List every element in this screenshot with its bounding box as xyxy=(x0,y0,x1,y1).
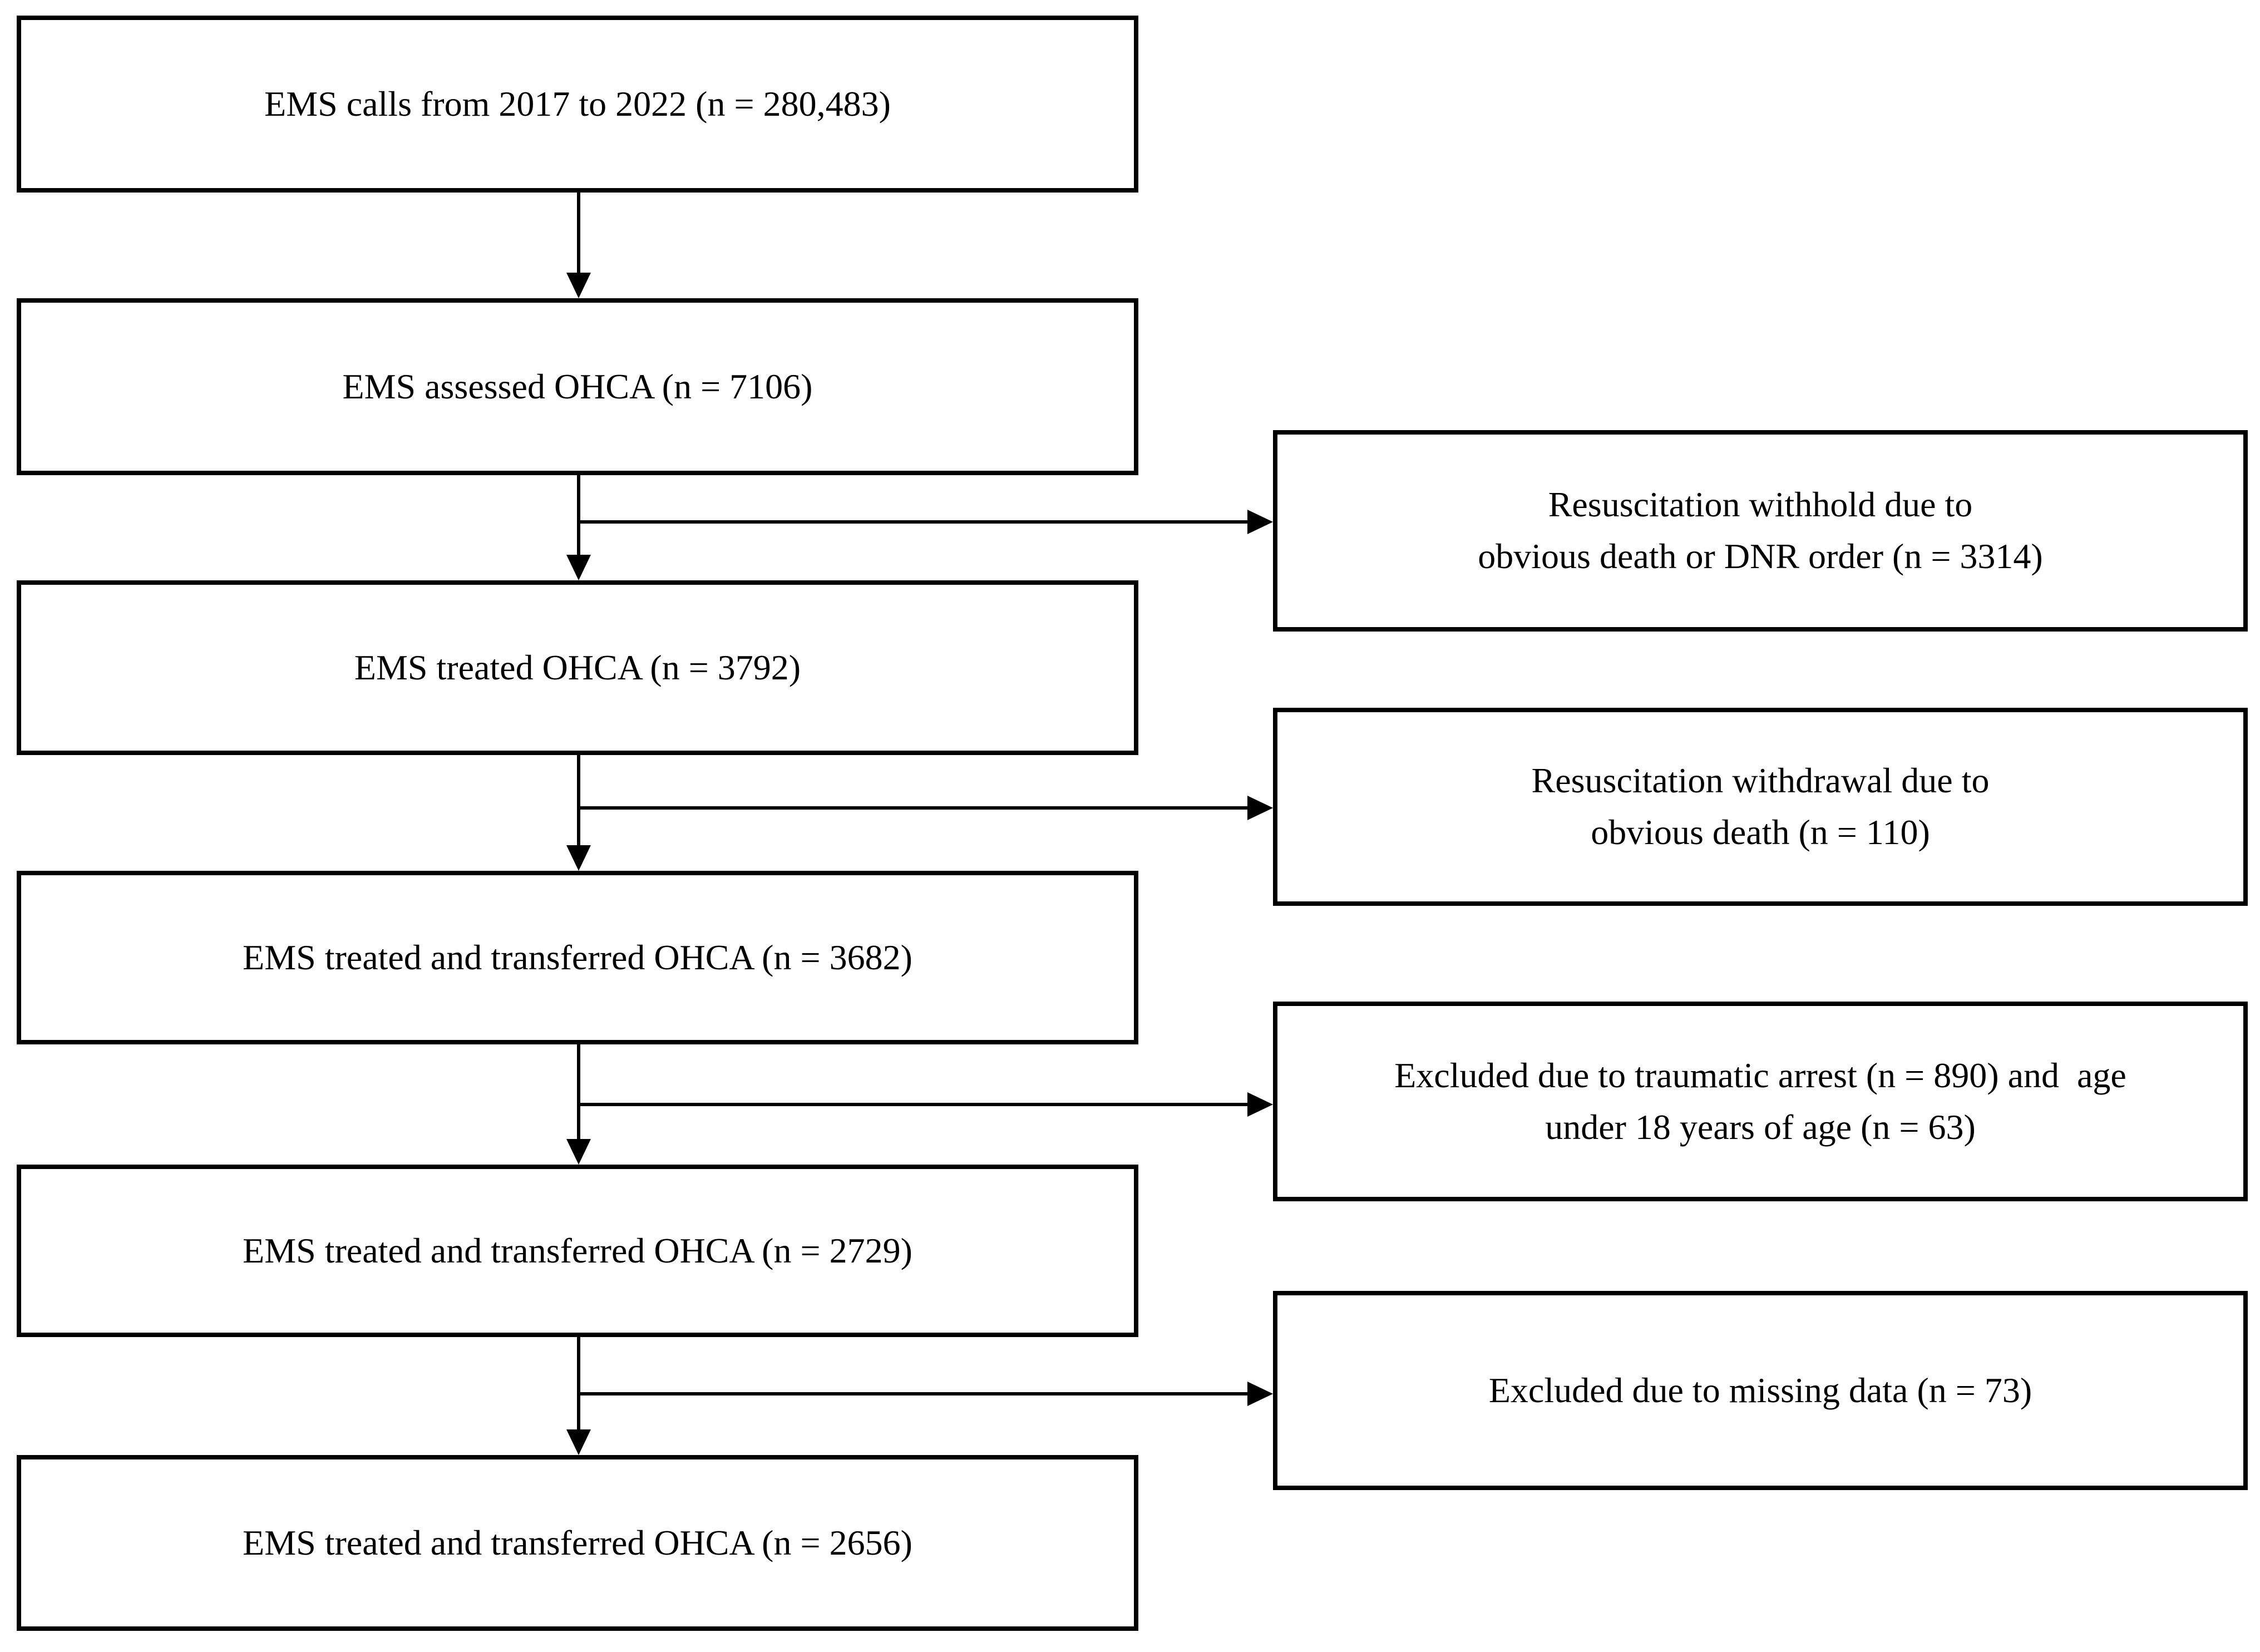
exclusion-box-line: obvious death or DNR order (n = 3314) xyxy=(1478,536,2043,576)
flow-box-ems-assessed-ohca: EMS assessed OHCA (n = 7106) xyxy=(17,298,1138,475)
flow-box-label: EMS assessed OHCA (n = 7106) xyxy=(342,366,813,406)
exclusion-box-resuscitation-withhold: Resuscitation withhold due to obvious de… xyxy=(1273,430,2248,632)
exclusion-box-resuscitation-withdrawal: Resuscitation withdrawal due to obvious … xyxy=(1273,708,2248,906)
arrow-right-4-head xyxy=(1247,1382,1273,1406)
flow-box-treated-transferred-2656: EMS treated and transferred OHCA (n = 26… xyxy=(17,1455,1138,1631)
exclusion-box-missing-data: Excluded due to missing data (n = 73) xyxy=(1273,1291,2248,1490)
arrow-right-2-head xyxy=(1247,796,1273,820)
exclusion-box-line: Excluded due to missing data (n = 73) xyxy=(1488,1370,2032,1410)
flow-box-label: EMS treated and transferred OHCA (n = 26… xyxy=(243,1522,912,1562)
arrow-down-1-head xyxy=(566,273,591,298)
flow-box-label: EMS calls from 2017 to 2022 (n = 280,483… xyxy=(264,83,891,124)
arrow-right-1-head xyxy=(1247,510,1273,534)
flow-box-label: EMS treated and transferred OHCA (n = 36… xyxy=(243,937,912,977)
flow-box-ems-calls: EMS calls from 2017 to 2022 (n = 280,483… xyxy=(17,16,1138,193)
arrow-down-5-head xyxy=(566,1429,591,1455)
flow-box-treated-transferred-3682: EMS treated and transferred OHCA (n = 36… xyxy=(17,871,1138,1044)
arrow-down-3-head xyxy=(566,845,591,871)
flow-box-ems-treated-ohca: EMS treated OHCA (n = 3792) xyxy=(17,580,1138,755)
flow-box-treated-transferred-2729: EMS treated and transferred OHCA (n = 27… xyxy=(17,1165,1138,1337)
arrow-right-3-head xyxy=(1247,1092,1273,1117)
exclusion-box-line: Resuscitation withdrawal due to xyxy=(1531,761,1990,801)
flow-box-label: EMS treated OHCA (n = 3792) xyxy=(354,647,801,687)
exclusion-box-line: Resuscitation withhold due to xyxy=(1548,485,1973,525)
flow-box-label: EMS treated and transferred OHCA (n = 27… xyxy=(243,1230,912,1270)
exclusion-box-traumatic-arrest-age: Excluded due to traumatic arrest (n = 89… xyxy=(1273,1002,2248,1201)
exclusion-box-line: Excluded due to traumatic arrest (n = 89… xyxy=(1394,1055,2126,1095)
arrow-down-2-head xyxy=(566,555,591,580)
arrow-down-4-head xyxy=(566,1139,591,1165)
exclusion-box-line: under 18 years of age (n = 63) xyxy=(1545,1107,1976,1147)
exclusion-box-line: obvious death (n = 110) xyxy=(1591,812,1930,852)
